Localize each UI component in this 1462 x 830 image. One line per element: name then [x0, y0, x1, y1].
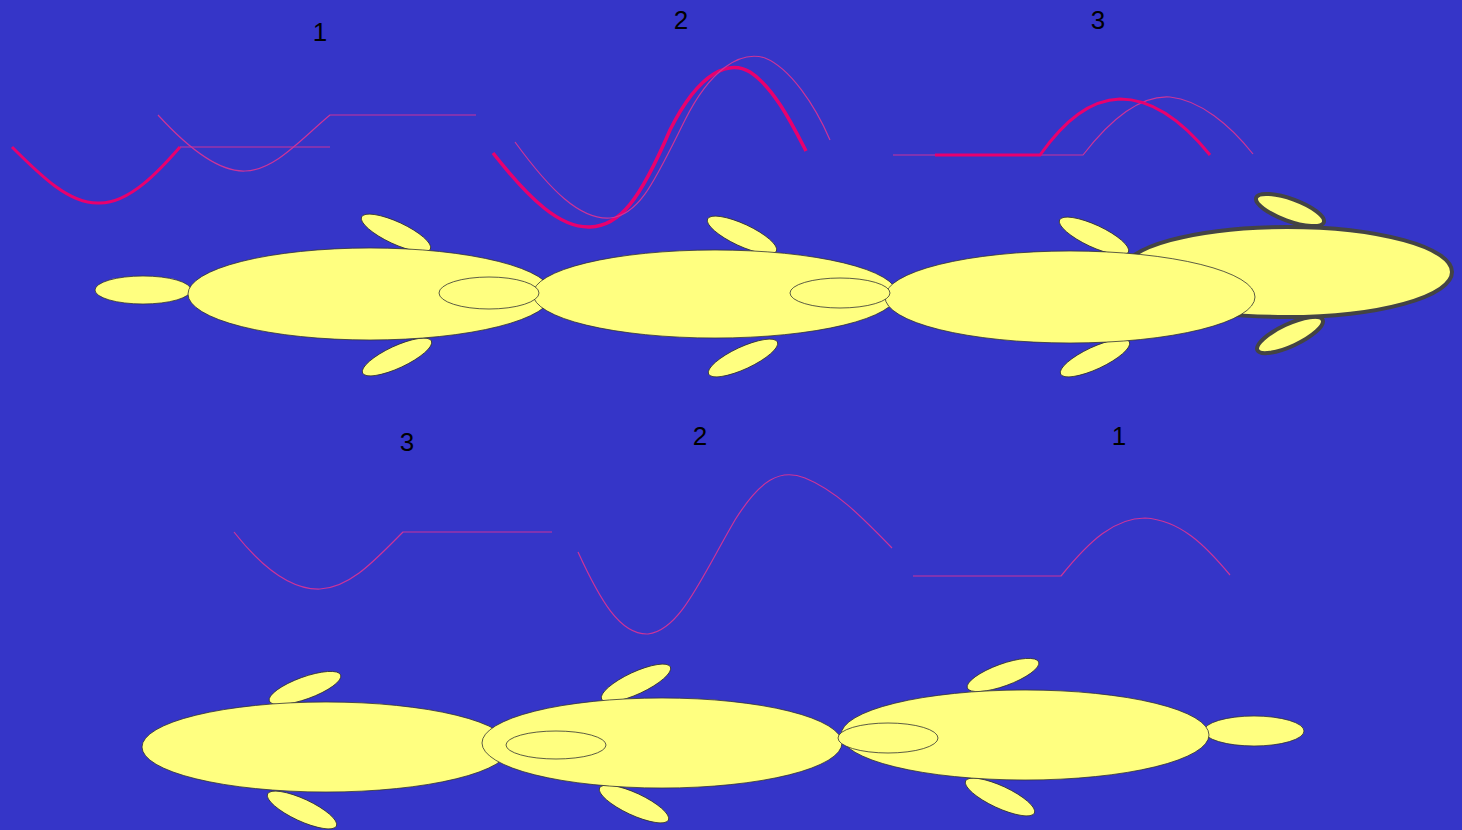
callout-number: 3 [1091, 7, 1105, 33]
top-animal [95, 187, 1452, 384]
joint [439, 277, 539, 309]
tail [95, 276, 191, 304]
wave-line [515, 56, 830, 218]
tail [1204, 716, 1304, 746]
joint [790, 278, 890, 308]
wave-line [180, 146, 330, 147]
body-segment [885, 251, 1255, 343]
wave-line [493, 68, 806, 227]
body-segment [533, 250, 897, 338]
wave-line [578, 475, 892, 634]
wave-line [935, 99, 1210, 155]
body-segment [188, 248, 552, 340]
callout-number: 2 [674, 7, 688, 33]
joint [506, 731, 606, 759]
callout-number: 1 [1112, 423, 1126, 449]
wave-line [234, 532, 552, 589]
wave-line [12, 147, 180, 203]
wave-line [893, 97, 1253, 155]
callout-number: 1 [313, 19, 327, 45]
head-segment [142, 702, 510, 792]
wave-line [158, 115, 476, 171]
wave-line [913, 518, 1230, 576]
leg [704, 332, 782, 384]
joint [838, 723, 938, 753]
bottom-animal [142, 652, 1304, 830]
callout-number: 3 [400, 429, 414, 455]
wave-traces [12, 56, 1253, 634]
body-segment [482, 698, 842, 788]
callout-number: 2 [693, 423, 707, 449]
